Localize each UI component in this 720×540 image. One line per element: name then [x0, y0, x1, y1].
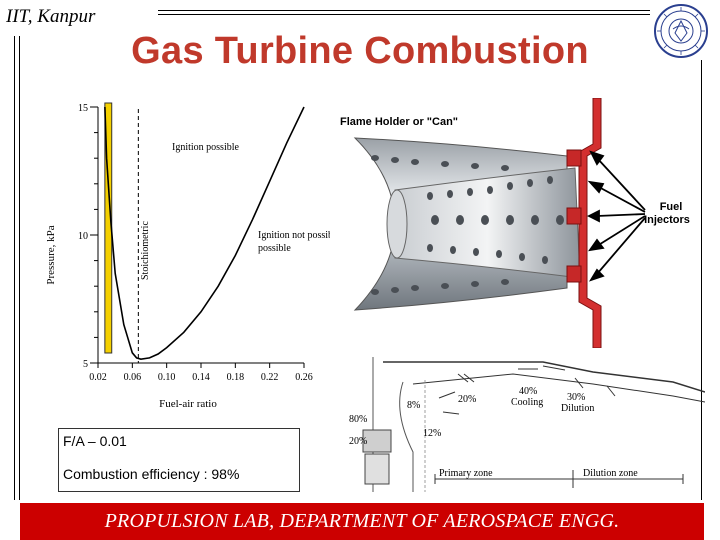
label-injectors: Injectors: [644, 214, 690, 226]
annotation-stoichiometric: Stoichiometric: [140, 221, 151, 280]
x-axis-label: Fuel-air ratio: [159, 398, 217, 410]
ignition-chart: 5 10 15 0.02 0.06 0.10 0.14 0.18 0.22 0.26 Ignit…: [45, 102, 330, 410]
fuel-nozzle-stem: [364, 453, 390, 485]
x-tick-label: 0.10: [158, 372, 176, 383]
x-tick-label: 0.26: [295, 372, 313, 383]
annotation-ignition-possible: Ignition possible: [172, 142, 240, 153]
y-tick-label: 5: [83, 359, 88, 370]
x-tick-label: 0.02: [89, 372, 107, 383]
dilution-zone-label: Dilution zone: [583, 468, 638, 479]
flame-holder-diagram: Flame Holder or "Can" Fuel Injectors: [340, 98, 690, 348]
y-tick-label: 15: [78, 103, 88, 114]
cooling-label: Cooling: [511, 397, 543, 408]
left-rule: [19, 36, 20, 500]
injector-nozzle: [566, 149, 582, 167]
slide-title: Gas Turbine Combustion: [131, 30, 589, 72]
x-tick-label: 0.06: [124, 372, 142, 383]
can-opening: [386, 189, 408, 259]
pct-12: 12%: [423, 428, 441, 439]
institute-label: IIT, Kanpur: [6, 6, 96, 27]
injector-nozzle: [566, 207, 582, 225]
x-tick-label: 0.18: [227, 372, 245, 383]
outer-casing: [383, 361, 705, 393]
label-fuel: Fuel: [660, 201, 683, 213]
pct-8: 8%: [407, 400, 420, 411]
left-rule: [14, 36, 15, 500]
annotation-ignition-not: Ignition not possible: [258, 230, 330, 241]
efficiency-text: Combustion efficiency : 98%: [63, 466, 240, 482]
injector-arrows: [586, 150, 646, 282]
footer-text: PROPULSION LAB, DEPARTMENT OF AEROSPACE …: [104, 510, 620, 532]
pct-80: 80%: [349, 414, 367, 425]
can-title: Flame Holder or "Can": [340, 116, 458, 128]
pct-20-left: 20%: [349, 436, 367, 447]
x-tick-label: 0.22: [261, 372, 279, 383]
header-rule: [158, 14, 650, 15]
dome-wall: [399, 381, 414, 492]
combustor-cross-section: 80% 20% 8% 12% 20% 40% Cooling 30% Dilut…: [349, 357, 705, 492]
institute-logo: [654, 4, 708, 58]
dilution-label: Dilution: [561, 403, 594, 414]
footer-bar: PROPULSION LAB, DEPARTMENT OF AEROSPACE …: [20, 503, 704, 540]
x-tick-label: 0.14: [192, 372, 210, 383]
header-rule: [158, 10, 650, 11]
right-rule: [701, 60, 702, 500]
ignition-limit-curve: [104, 106, 305, 361]
cooling-pct: 40%: [519, 386, 537, 397]
y-axis-label: Pressure, kPa: [45, 225, 57, 284]
flow-arrows: [438, 365, 616, 415]
fa-ratio-text: F/A – 0.01: [63, 433, 127, 449]
dilution-pct: 30%: [567, 392, 585, 403]
primary-zone-label: Primary zone: [439, 468, 493, 479]
can-holes: [371, 155, 564, 295]
zone-brackets: [434, 470, 684, 488]
fuel-nozzle-block: [362, 429, 392, 453]
combustion-note: F/A – 0.01 Combustion efficiency : 98%: [58, 428, 300, 492]
liner-top: [412, 373, 705, 403]
annotation-not-possible: possible: [258, 243, 291, 254]
pct-20: 20%: [458, 394, 476, 405]
injector-nozzle: [566, 265, 582, 283]
injector-plate: [578, 98, 602, 348]
y-tick-label: 10: [78, 231, 88, 242]
